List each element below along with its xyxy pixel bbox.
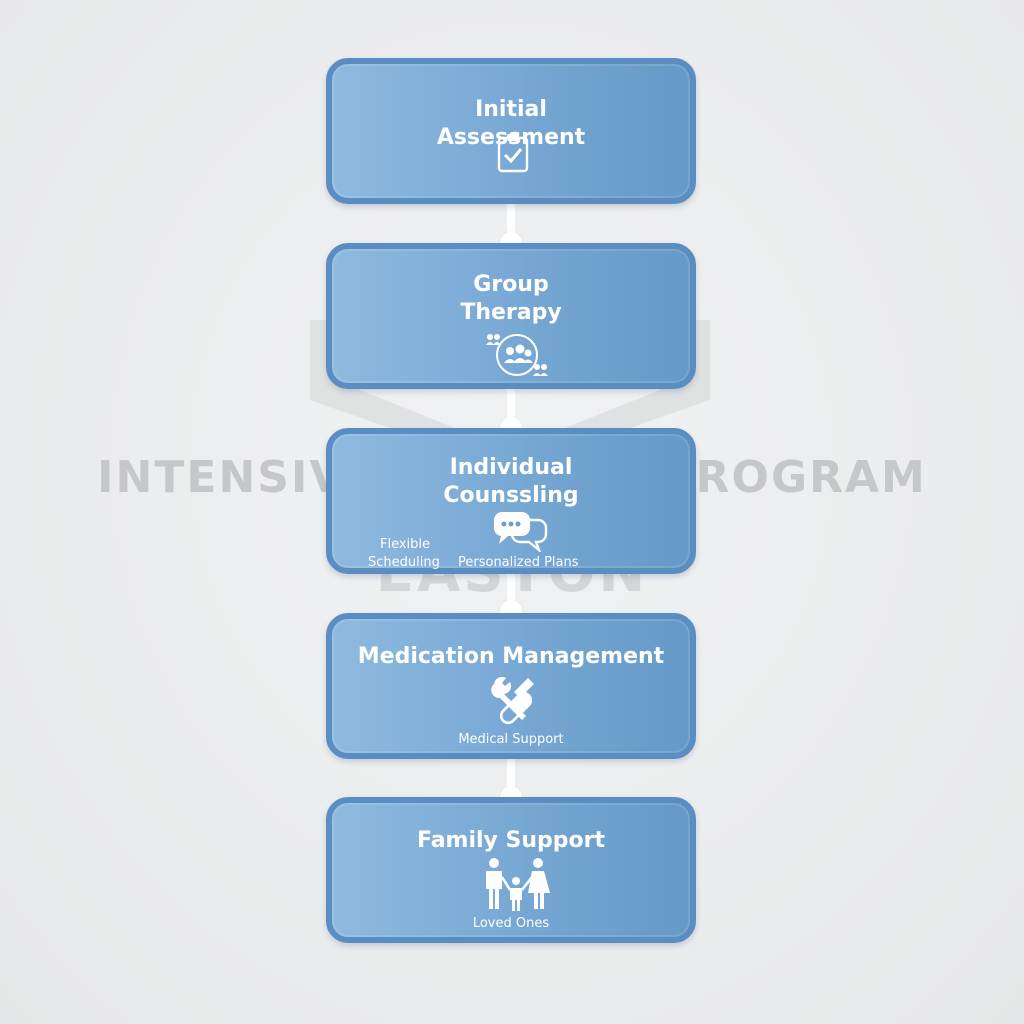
- step-initial-assessment: Initial Assessment: [326, 58, 696, 204]
- step-title-line2: Assessment: [436, 125, 586, 150]
- clipboard-check-icon: [497, 134, 529, 173]
- step-title: Medication Management: [357, 644, 665, 669]
- connector-3: [507, 570, 515, 620]
- connector-1: [507, 200, 515, 250]
- note-medical-support: Medical Support: [458, 732, 564, 747]
- step-title-line2: Counssling: [443, 483, 579, 508]
- step-title-line1: Group: [473, 272, 549, 297]
- note-scheduling: Scheduling: [368, 555, 440, 570]
- note-flexible: Flexible: [380, 537, 431, 552]
- step-group-therapy: Group Therapy: [326, 243, 696, 389]
- step-medication-management: Medication Management Medical Support: [326, 613, 696, 759]
- group-cycle-icon: [486, 334, 548, 376]
- step-title: Family Support: [416, 828, 606, 853]
- step-title-line1: Individual: [449, 455, 573, 480]
- connector-2: [507, 385, 515, 435]
- note-loved-ones: Loved Ones: [472, 916, 550, 931]
- chat-bubbles-icon: [493, 512, 548, 552]
- note-personalized-plans: Personalized Plans: [458, 555, 579, 570]
- step-title-line2: Therapy: [460, 300, 562, 325]
- step-title-line1: Initial: [475, 97, 547, 122]
- family-icon: [486, 858, 550, 911]
- step-family-support: Family Support Loved Ones: [326, 797, 696, 943]
- step-individual-counseling: Individual Counssling Flexible Schedulin…: [326, 428, 696, 574]
- pill-wrench-icon: [491, 676, 534, 725]
- connector-4: [507, 755, 515, 805]
